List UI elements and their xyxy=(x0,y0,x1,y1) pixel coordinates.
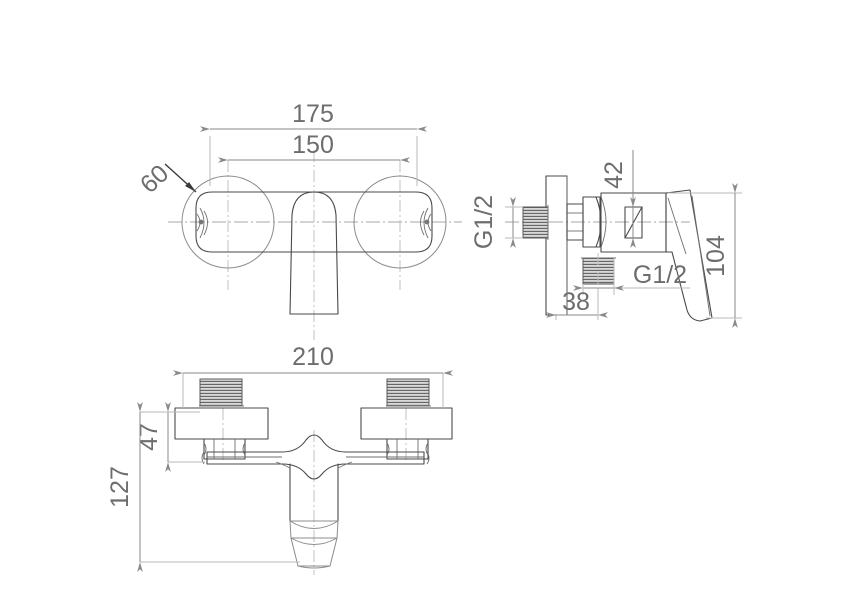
front-body-outline xyxy=(195,191,433,253)
dimension-150: 150 xyxy=(218,131,410,163)
front-right-fitting xyxy=(420,207,432,239)
dimension-47-label: 47 xyxy=(135,423,163,451)
bottom-spout-tip xyxy=(290,537,338,569)
dimension-127: 127 xyxy=(106,402,300,572)
dimension-g12-inlet-label: G1/2 xyxy=(470,195,498,249)
front-left-flange xyxy=(181,175,275,269)
bottom-left-hex-nut xyxy=(203,438,246,460)
bottom-right-thread xyxy=(386,378,430,407)
dimension-210-label: 210 xyxy=(292,343,334,371)
dimension-60-label: 60 xyxy=(135,159,174,198)
dimension-38-label: 38 xyxy=(562,288,590,316)
dimension-127-label: 127 xyxy=(106,466,134,508)
bottom-right-hex-nut xyxy=(386,438,429,460)
dimension-g12-outlet-label: G1/2 xyxy=(633,261,687,289)
dimension-175: 175 xyxy=(200,100,427,186)
front-view-group: 175 150 60 xyxy=(135,100,462,340)
dimension-g12-outlet: G1/2 xyxy=(573,258,690,295)
dimension-104: 104 xyxy=(668,183,742,328)
bottom-left-thread xyxy=(199,378,243,407)
dimension-g12-inlet: G1/2 xyxy=(470,195,523,249)
dimension-47: 47 xyxy=(135,402,205,472)
dimension-60: 60 xyxy=(135,159,197,199)
bottom-right-flange-plate xyxy=(360,407,453,440)
front-left-fitting xyxy=(196,207,208,239)
dimension-42: 42 xyxy=(600,150,636,248)
dimension-38: 38 xyxy=(546,288,608,320)
front-right-flange xyxy=(353,175,447,269)
side-view-group: G1/2 42 G1/2 38 xyxy=(470,150,742,328)
bottom-left-assembly xyxy=(174,378,269,460)
dimension-104-label: 104 xyxy=(702,235,730,277)
dimension-175-label: 175 xyxy=(292,100,334,128)
dimension-210: 210 xyxy=(173,343,453,408)
bottom-view-group: 210 47 127 xyxy=(106,343,453,575)
bottom-body-bar xyxy=(206,434,425,480)
dimension-42-label: 42 xyxy=(600,161,628,189)
front-handle-lever xyxy=(289,191,339,315)
side-inlet-thread xyxy=(522,206,549,239)
bottom-left-flange-plate xyxy=(174,407,269,440)
side-lever-arm xyxy=(665,189,713,322)
dimension-150-label: 150 xyxy=(292,131,334,159)
